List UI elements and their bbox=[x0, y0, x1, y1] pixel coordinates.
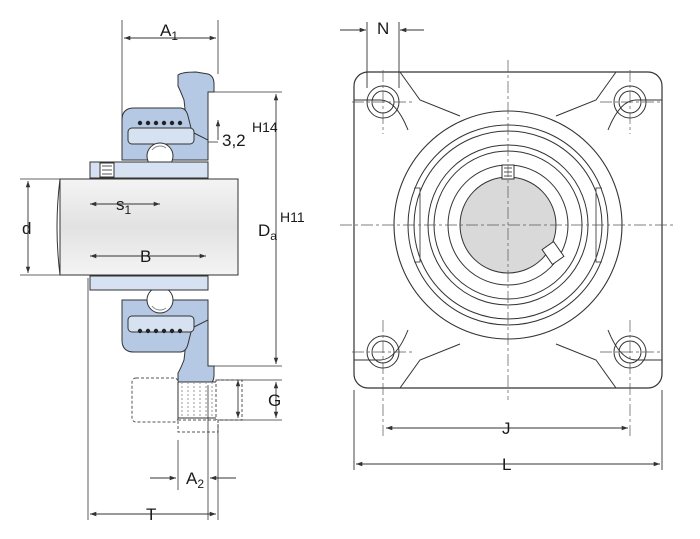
bearing-ball-lower bbox=[146, 286, 174, 314]
label-fit-tolerance: H14 bbox=[252, 119, 278, 135]
bearing-outer-ring-upper bbox=[127, 127, 195, 145]
mounting-bolt bbox=[131, 377, 243, 433]
front-view-dimensions bbox=[340, 22, 663, 470]
lock-pin bbox=[541, 240, 565, 266]
dimension-labels: A1 N 3,2 H14 s1 d Da H11 B G A2 T J L bbox=[22, 19, 511, 524]
label-da: Da bbox=[258, 221, 277, 243]
label-s1: s1 bbox=[116, 195, 132, 217]
label-n: N bbox=[377, 19, 389, 38]
side-view-dimensions bbox=[25, 35, 279, 517]
label-a1: A1 bbox=[160, 21, 178, 43]
bearing-outer-ring-lower bbox=[127, 315, 195, 333]
inner-ring-upper bbox=[89, 161, 209, 179]
label-d: d bbox=[22, 219, 31, 238]
label-b: B bbox=[140, 247, 151, 266]
label-fit-value: 3,2 bbox=[222, 131, 246, 150]
front-centerlines bbox=[340, 60, 676, 436]
side-section-view bbox=[20, 20, 282, 520]
seal-dots-lower bbox=[137, 328, 183, 334]
inner-ring-lower bbox=[89, 275, 209, 291]
shaft bbox=[59, 178, 239, 276]
label-t: T bbox=[146, 505, 156, 524]
label-j: J bbox=[502, 419, 511, 438]
label-l: L bbox=[502, 455, 511, 474]
label-a2: A2 bbox=[186, 469, 204, 491]
label-g: G bbox=[268, 391, 281, 410]
label-da-tolerance: H11 bbox=[280, 209, 305, 225]
seal-dots-upper bbox=[137, 120, 183, 126]
